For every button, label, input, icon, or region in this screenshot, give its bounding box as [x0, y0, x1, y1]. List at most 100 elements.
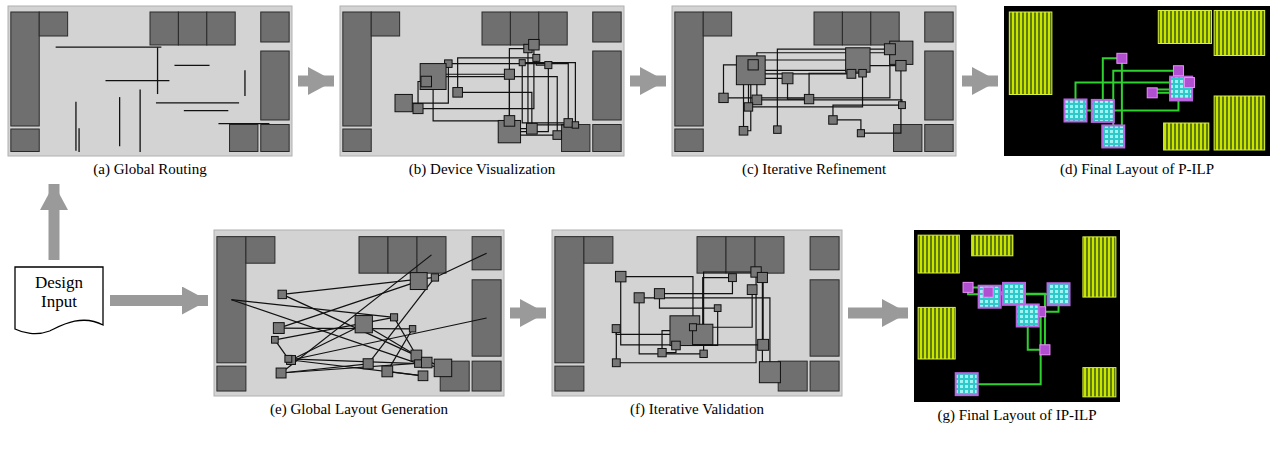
panel-caption: (a) Global Routing	[8, 160, 292, 178]
analog-block	[918, 307, 955, 359]
panel-spacer	[1004, 6, 1270, 160]
device-box	[411, 350, 422, 361]
macro-block	[593, 51, 621, 120]
node-label: Design Input	[14, 266, 104, 311]
routing-wire	[157, 47, 158, 94]
device-box	[278, 290, 286, 298]
macro-block	[593, 12, 621, 42]
device-wire	[281, 363, 427, 373]
macro-block	[555, 366, 584, 391]
figure-panel: (e) Global Layout Generation	[214, 230, 504, 418]
macro-block	[925, 125, 953, 152]
macro-block	[207, 12, 235, 45]
figure-panel: (c) Iterative Refinement	[672, 6, 956, 178]
device-box	[504, 69, 514, 79]
device-box	[395, 94, 412, 111]
analog-block	[1164, 123, 1209, 150]
analog-block	[1214, 96, 1265, 150]
device-box	[431, 274, 438, 281]
macro-block	[703, 12, 731, 36]
routing-wire	[105, 80, 169, 81]
device-wire	[288, 359, 418, 364]
flow-arrow	[298, 76, 334, 87]
flow-arrow	[510, 308, 546, 319]
panel-caption: (c) Iterative Refinement	[672, 160, 956, 178]
macro-block	[388, 237, 417, 274]
routing-wire	[156, 102, 239, 103]
macro-block	[261, 125, 289, 152]
flow-arrow	[630, 76, 666, 87]
macro-block	[539, 12, 567, 45]
macro-block	[810, 237, 839, 270]
macro-block	[39, 12, 67, 36]
flow-arrow	[110, 295, 208, 306]
device-box	[382, 366, 393, 377]
routing-wire	[119, 97, 120, 146]
panel-ground	[340, 6, 624, 156]
layout-panel	[1004, 6, 1270, 156]
device-box	[899, 102, 906, 109]
device-wire	[621, 277, 763, 345]
device-box	[896, 60, 906, 70]
device-box	[757, 272, 767, 282]
macro-block	[894, 125, 922, 152]
device-box	[736, 56, 765, 85]
device-wire	[861, 66, 901, 134]
device-box	[739, 126, 748, 135]
panel-ground	[672, 6, 956, 156]
device-wire	[757, 100, 902, 105]
device-box	[355, 316, 372, 333]
transistor-cell	[1102, 125, 1124, 147]
device-wire	[448, 64, 568, 123]
panel-spacer	[214, 230, 504, 400]
transistor-cell	[1092, 100, 1114, 122]
schematic-panel	[340, 6, 624, 156]
analog-block	[1009, 12, 1052, 95]
device-box	[273, 323, 284, 334]
panel-spacer	[672, 6, 956, 160]
device-box	[390, 314, 397, 321]
device-wire	[279, 281, 419, 328]
device-box	[714, 305, 721, 312]
routing-wire	[56, 46, 162, 47]
device-box	[533, 54, 540, 61]
device-box	[434, 359, 452, 377]
macro-block	[359, 237, 388, 274]
device-box	[689, 324, 696, 331]
macro-block	[925, 12, 953, 42]
device-pin	[983, 287, 993, 297]
device-box	[759, 362, 780, 383]
transistor-cell	[1017, 304, 1039, 326]
device-box	[529, 39, 539, 49]
device-box	[276, 368, 286, 378]
flow-arrow	[962, 76, 998, 87]
layout-panel	[914, 230, 1120, 402]
macro-block	[371, 12, 399, 36]
routing-wire	[139, 89, 140, 152]
device-box	[545, 62, 552, 69]
macro-block	[871, 12, 899, 45]
device-box	[672, 341, 681, 350]
device-box	[634, 293, 644, 303]
figure-panel: (b) Device Visualization	[340, 6, 624, 178]
device-box	[615, 271, 625, 281]
routing-wire	[75, 102, 76, 151]
device-box	[453, 88, 463, 98]
device-wire	[433, 77, 557, 136]
macro-block	[246, 237, 275, 264]
macro-block	[472, 237, 501, 270]
device-wire	[616, 329, 617, 363]
transistor-cell	[1003, 283, 1025, 305]
panel-spacer	[8, 6, 292, 160]
device-wire	[659, 294, 717, 308]
macro-block	[343, 129, 371, 152]
schematic-panel	[214, 230, 504, 396]
device-box	[747, 285, 757, 295]
device-wire	[693, 290, 752, 328]
device-box	[857, 130, 864, 137]
device-box	[752, 95, 762, 105]
macro-block	[555, 237, 584, 363]
panel-ground	[552, 230, 842, 396]
device-wire	[762, 278, 770, 373]
